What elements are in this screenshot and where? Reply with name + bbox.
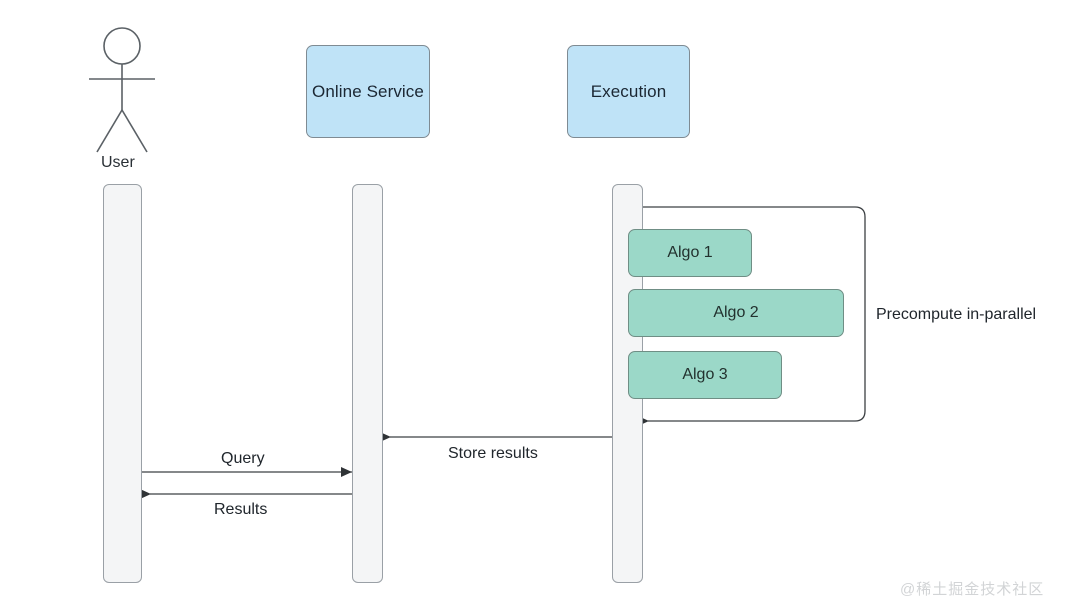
user-actor-icon bbox=[89, 27, 155, 153]
participant-box-online-service[interactable]: Online Service bbox=[306, 45, 430, 138]
lifeline-bar-online-service[interactable] bbox=[352, 184, 383, 583]
message-label-query: Query bbox=[221, 450, 265, 467]
algo-label-3: Algo 3 bbox=[682, 366, 728, 383]
participant-box-execution[interactable]: Execution bbox=[567, 45, 690, 138]
algo-box-1[interactable]: Algo 1 bbox=[628, 229, 752, 277]
lifeline-bar-user[interactable] bbox=[103, 184, 142, 583]
algo-box-2[interactable]: Algo 2 bbox=[628, 289, 844, 337]
actor-left-leg bbox=[96, 109, 123, 153]
actor-label-user: User bbox=[101, 154, 135, 171]
algo-label-2: Algo 2 bbox=[713, 304, 759, 321]
algo-label-1: Algo 1 bbox=[667, 244, 713, 261]
algo-box-3[interactable]: Algo 3 bbox=[628, 351, 782, 399]
participant-label-execution: Execution bbox=[590, 81, 667, 101]
participant-label-online-service: Online Service bbox=[312, 81, 424, 101]
actor-head bbox=[103, 27, 141, 65]
actor-right-leg bbox=[121, 109, 148, 153]
watermark-text: @稀土掘金技术社区 bbox=[900, 581, 1045, 598]
message-label-store-results: Store results bbox=[448, 445, 538, 462]
precompute-bracket bbox=[638, 206, 866, 426]
message-label-results: Results bbox=[214, 501, 268, 518]
note-precompute-in-parallel: Precompute in-parallel bbox=[876, 306, 1037, 323]
